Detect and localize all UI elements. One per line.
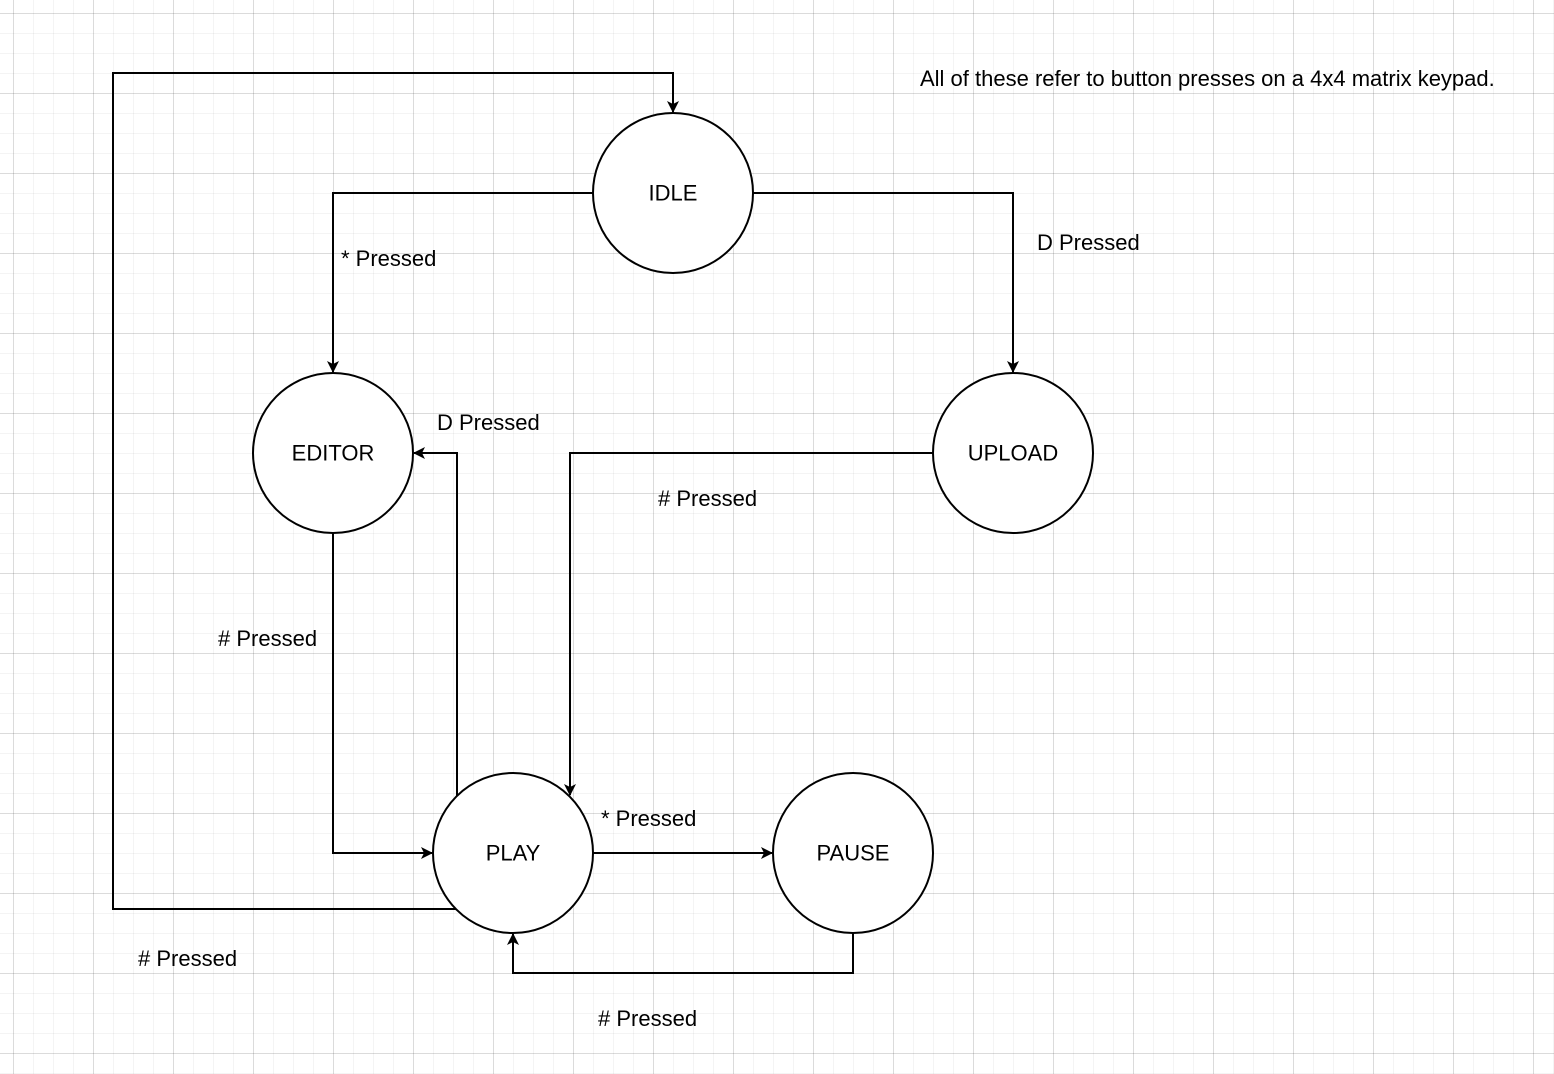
label-idle-to-editor: * Pressed (341, 246, 436, 271)
node-upload-circle[interactable] (932, 372, 1094, 534)
node-idle[interactable]: IDLE (592, 112, 754, 274)
label-editor-to-play: # Pressed (218, 626, 317, 651)
node-play-label: PLAY (486, 841, 541, 866)
node-play-circle[interactable] (432, 772, 594, 934)
edge-idle-to-upload[interactable] (753, 192, 1019, 373)
label-pause-to-play: # Pressed (598, 1006, 697, 1031)
node-upload-label: UPLOAD (968, 441, 1058, 466)
node-play[interactable]: PLAY (432, 772, 594, 934)
label-upload-to-play: # Pressed (658, 486, 757, 511)
node-editor[interactable]: EDITOR (252, 372, 414, 534)
edge-pause-to-play[interactable] (507, 933, 854, 974)
edge-play-to-editor[interactable] (413, 447, 458, 796)
label-play-to-editor: D Pressed (437, 410, 540, 435)
node-pause[interactable]: PAUSE (772, 772, 934, 934)
node-editor-label: EDITOR (292, 441, 375, 466)
node-idle-label: IDLE (649, 181, 698, 206)
node-pause-circle[interactable] (772, 772, 934, 934)
node-idle-circle[interactable] (592, 112, 754, 274)
keypad-note: All of these refer to button presses on … (920, 66, 1495, 91)
edge-editor-to-play[interactable] (332, 533, 433, 859)
edge-upload-to-play[interactable] (564, 452, 933, 796)
label-play-to-pause: * Pressed (601, 806, 696, 831)
node-editor-circle[interactable] (252, 372, 414, 534)
label-idle-to-upload: D Pressed (1037, 230, 1140, 255)
edge-idle-to-editor[interactable] (327, 192, 593, 373)
edge-play-to-idle[interactable] (112, 72, 679, 910)
node-pause-label: PAUSE (817, 841, 890, 866)
label-play-to-idle: # Pressed (138, 946, 237, 971)
node-upload[interactable]: UPLOAD (932, 372, 1094, 534)
